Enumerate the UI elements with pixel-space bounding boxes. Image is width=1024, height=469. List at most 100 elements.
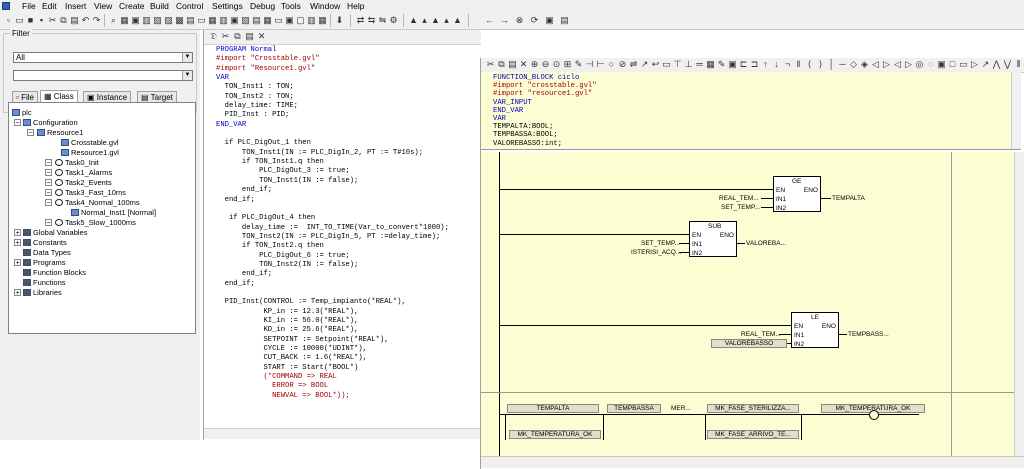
set-icon[interactable]: ⊏ (739, 59, 748, 69)
input-icon[interactable]: ◁ (872, 59, 879, 69)
layout-icon[interactable]: ▥ (142, 15, 151, 25)
collapse-icon[interactable]: − (45, 219, 52, 227)
fb-sub-in2-var[interactable]: ISTERISI_ACQ... (631, 249, 682, 256)
connector-icon[interactable]: ▷ (905, 59, 912, 69)
macro-icon[interactable]: ◌ (927, 59, 934, 69)
cross-ref-icon[interactable]: ▦ (263, 15, 272, 25)
coil-neg-icon[interactable]: ⊘ (618, 59, 627, 69)
tree-item-data-types[interactable]: Data Types (23, 248, 71, 257)
expand-icon[interactable]: + (14, 289, 21, 297)
fb-sub-in1-var[interactable]: SET_TEMP... (641, 240, 680, 247)
contact-mk-fase-sterilizza[interactable]: MK_FASE_STERILIZZA... (707, 404, 799, 413)
network-icon[interactable]: ▦ (706, 59, 715, 69)
build-icon[interactable]: ▦ (318, 15, 327, 25)
code-area[interactable]: PROGRAM Normal#import "Crosstable.gvl"#i… (216, 46, 449, 401)
falling-icon[interactable]: ↓ (774, 59, 779, 69)
fb-le[interactable]: LE EN ENO IN1 IN2 (791, 312, 839, 348)
cut-icon[interactable]: ✂ (486, 59, 495, 69)
contact-icon[interactable]: ⊣ (585, 59, 594, 69)
find-icon[interactable]: ⌕ (110, 15, 117, 25)
branch-parallel-icon[interactable]: ⊥ (684, 59, 693, 69)
label-icon[interactable]: ▣ (728, 59, 737, 69)
tree-item-normal-inst1[interactable]: Normal_Inst1 [Normal] (71, 208, 156, 217)
tree-item-configuration[interactable]: Configuration (23, 118, 78, 127)
new-file-icon[interactable]: ▫ (6, 15, 11, 25)
branch-icon[interactable]: ⊤ (673, 59, 682, 69)
collapse-icon[interactable]: − (27, 129, 34, 137)
convergence-icon[interactable]: ⋀ (992, 59, 1001, 69)
tile-icon[interactable]: ▨ (164, 15, 173, 25)
undo-icon[interactable]: ↶ (81, 15, 90, 25)
home-icon[interactable]: ▣ (545, 15, 554, 25)
trend-icon[interactable]: ▴ (422, 15, 427, 25)
fb-le-in1-var[interactable]: REAL_TEM... (741, 331, 781, 338)
collapse-icon[interactable]: − (45, 179, 52, 187)
step-icon[interactable]: ▣ (937, 59, 946, 69)
collapse-icon[interactable]: − (45, 199, 52, 207)
redo-icon[interactable]: ↷ (92, 15, 101, 25)
left-rail-icon[interactable]: ⟨ (807, 59, 812, 69)
tree-item-crosstable[interactable]: Crosstable.gvl (61, 138, 119, 147)
copy-icon[interactable]: ⧉ (60, 15, 67, 25)
collapse-icon[interactable]: − (45, 169, 52, 177)
tree-item-task5[interactable]: Task5_Slow_1000ms (55, 218, 136, 227)
menu-window[interactable]: Window (310, 1, 341, 11)
back-icon[interactable]: ← (485, 15, 494, 25)
connect-icon[interactable]: ⇄ (356, 15, 365, 25)
scope-icon[interactable]: ▲ (431, 15, 440, 25)
messages-icon[interactable]: ▭ (274, 15, 283, 25)
expand-icon[interactable]: + (14, 229, 21, 237)
comment-icon[interactable]: ✎ (717, 59, 726, 69)
oscilloscope-icon[interactable]: ▲ (453, 15, 462, 25)
declaration-area[interactable]: FUNCTION_BLOCK ciclo#import "crosstable.… (481, 72, 1021, 150)
online-icon[interactable]: ⇆ (367, 15, 376, 25)
keyword-icon[interactable]: 𝔇 (210, 31, 217, 41)
tree-item-global-variables[interactable]: Global Variables (23, 228, 87, 237)
collapse-icon[interactable]: − (45, 159, 52, 167)
block-icon[interactable]: ▭ (662, 59, 671, 69)
vertical-line-icon[interactable]: │ (828, 59, 835, 69)
cascade-icon[interactable]: ▩ (175, 15, 184, 25)
panel-icon[interactable]: ▧ (153, 15, 162, 25)
paste-icon[interactable]: ▤ (70, 15, 79, 25)
paste-icon[interactable]: ▤ (508, 59, 517, 69)
selective-icon[interactable]: ⫴ (1016, 59, 1021, 69)
simulate-icon[interactable]: ⇋ (378, 15, 387, 25)
forward-icon[interactable]: → (500, 15, 509, 25)
menu-debug[interactable]: Debug (250, 1, 276, 11)
fb-sub-out-var[interactable]: VALOREBA... (746, 240, 786, 247)
horizontal-scrollbar[interactable] (204, 428, 481, 439)
fb-le-out-var[interactable]: TEMPBASS... (848, 331, 889, 338)
rung-icon[interactable]: ═ (696, 59, 703, 69)
zoom-out-icon[interactable]: ⊖ (541, 59, 550, 69)
tree-item-constants[interactable]: Constants (23, 238, 67, 247)
open-icon[interactable]: ▭ (15, 15, 24, 25)
edit-icon[interactable]: ✎ (574, 59, 583, 69)
output-icon[interactable]: ▷ (883, 59, 890, 69)
tab-target[interactable]: ▤ Target (137, 91, 177, 102)
divergence-icon[interactable]: ↗ (981, 59, 990, 69)
fullscreen-icon[interactable]: ▢ (296, 15, 305, 25)
zoom-in-icon[interactable]: ⊕ (530, 59, 539, 69)
tree-item-programs[interactable]: Programs (23, 258, 66, 267)
delete-icon[interactable]: ✕ (257, 31, 266, 41)
refresh-icon[interactable]: ⟳ (530, 15, 539, 25)
save-icon[interactable]: ■ (27, 15, 34, 25)
vertical-scrollbar[interactable] (1014, 152, 1024, 456)
tree-item-task2[interactable]: Task2_Events (55, 178, 112, 187)
inout-icon[interactable]: ◁ (894, 59, 901, 69)
delete-icon[interactable]: ✕ (519, 59, 528, 69)
output-icon[interactable]: ▭ (197, 15, 206, 25)
tree-item-task1[interactable]: Task1_Alarms (55, 168, 112, 177)
tree-item-resource1[interactable]: Resource1 (37, 128, 83, 137)
tree-item-function-blocks[interactable]: Function Blocks (23, 268, 86, 277)
fb-ge-in2-var[interactable]: SET_TEMP... (721, 204, 760, 211)
continuation-icon[interactable]: ◎ (915, 59, 924, 69)
contact-mk-temperatura-ok[interactable]: MK_TEMPERATURA_OK (509, 430, 601, 439)
tab-instance[interactable]: ▣ Instance (83, 91, 132, 102)
menu-insert[interactable]: Insert (65, 1, 87, 11)
copy-icon[interactable]: ⧉ (498, 59, 505, 69)
contact-neg-icon[interactable]: ⊢ (596, 59, 605, 69)
tree-item-plc[interactable]: plc (12, 108, 32, 117)
filter-input[interactable]: ▼ (13, 70, 193, 81)
